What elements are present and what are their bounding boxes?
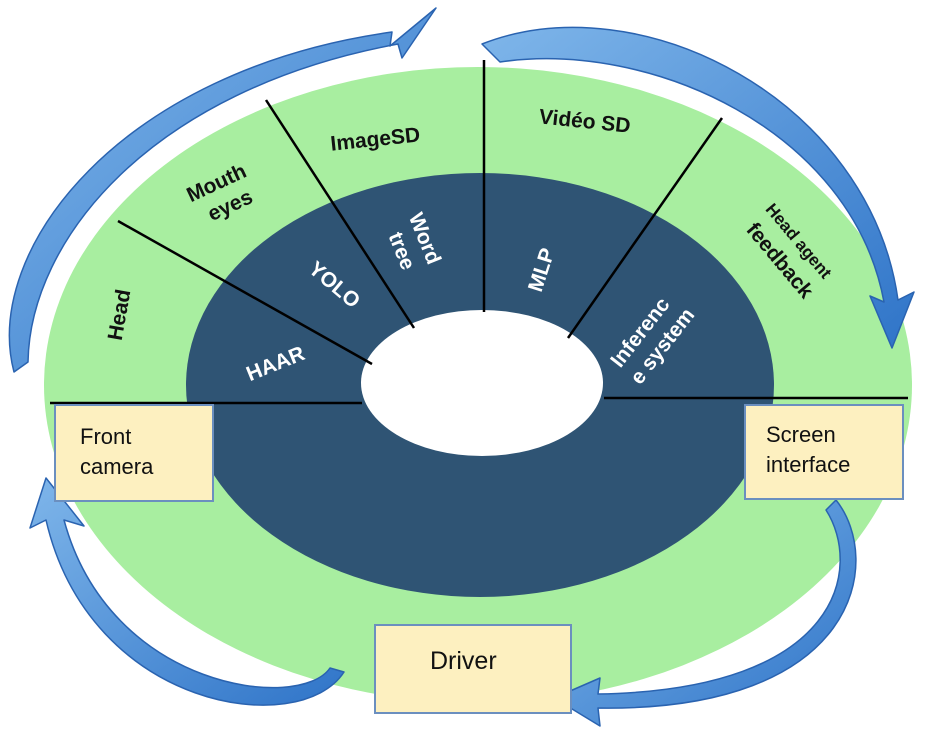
screen-interface-line-1: Screen [766,422,836,447]
divider-head-mouth [117,219,373,366]
center-hole [361,310,603,456]
driver-box: Driver [374,624,572,714]
divider-video-feedback [566,117,724,339]
front-camera-box: Front camera [54,404,214,502]
front-camera-line-1: Front [80,424,132,449]
front-camera-line-2: camera [80,454,154,479]
segment-dividers [50,60,908,405]
driver-label: Driver [430,647,497,675]
arrow-top-right-icon [481,26,915,349]
screen-interface-box: Screen interface [744,404,904,500]
arrow-top-left-icon [8,7,437,373]
divider-mouth-image [264,99,416,329]
arrow-to-driver-icon [553,499,857,727]
screen-interface-line-2: interface [766,452,851,477]
